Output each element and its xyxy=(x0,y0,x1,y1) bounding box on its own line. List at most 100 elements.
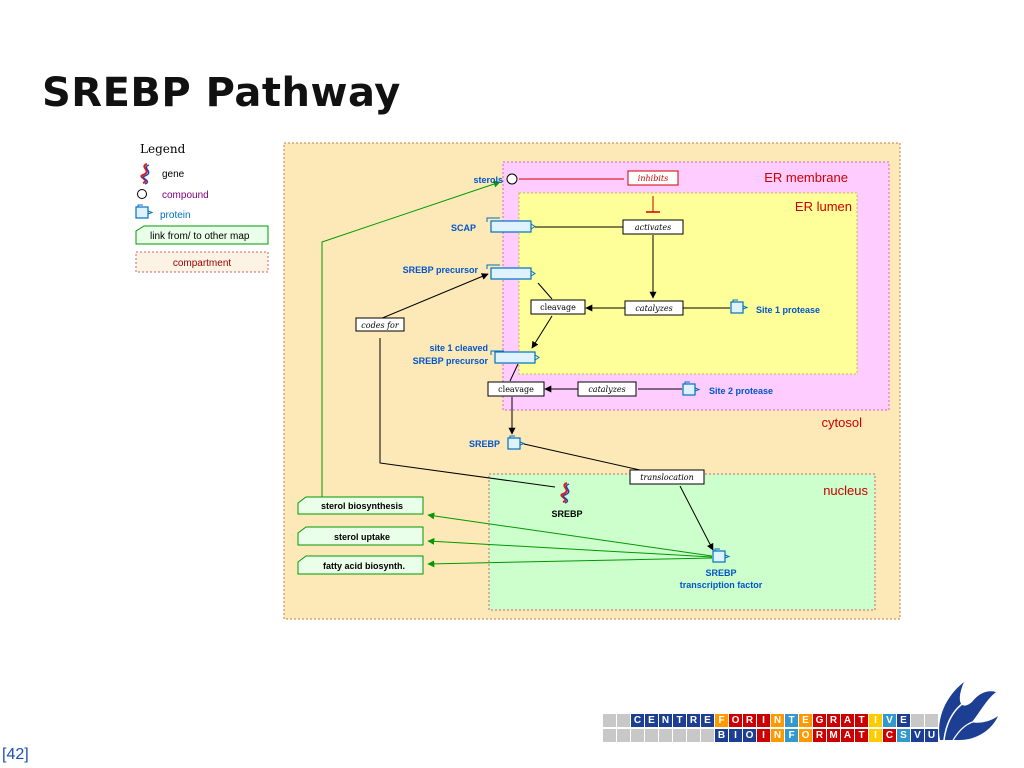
legend-link: link from/ to other map xyxy=(135,225,269,245)
vu-griffin-logo xyxy=(939,682,998,743)
logo-letter: U xyxy=(925,729,938,742)
node-srebp: SREBP xyxy=(469,435,525,450)
node-scap: SCAP xyxy=(451,217,536,233)
logo-grey-block xyxy=(659,729,672,742)
er-lumen-compartment xyxy=(518,192,858,375)
process-cleavage-1: cleavage xyxy=(530,299,586,315)
logo-letter: F xyxy=(715,714,728,727)
logo-letter: N xyxy=(659,714,672,727)
logo-letter: R xyxy=(813,729,826,742)
page-number: [42] xyxy=(2,746,29,763)
logo-letter: I xyxy=(729,729,742,742)
logo-grey-block xyxy=(701,729,714,742)
logo-letter: E xyxy=(897,714,910,727)
svg-text:SREBP: SREBP xyxy=(551,509,582,519)
svg-text:transcription factor: transcription factor xyxy=(680,580,763,590)
protein-icon xyxy=(490,267,532,280)
logo-letter: O xyxy=(799,729,812,742)
er-lumen-label: ER lumen xyxy=(795,199,852,214)
logo-letter: C xyxy=(883,729,896,742)
node-srebp-precursor: SREBP precursor xyxy=(403,264,536,280)
logo-grey-block xyxy=(617,714,630,727)
svg-text:link from/ to other map: link from/ to other map xyxy=(150,231,250,242)
svg-text:site 1 cleaved: site 1 cleaved xyxy=(429,343,488,353)
protein-icon xyxy=(494,351,536,364)
logo-letter: N xyxy=(771,729,784,742)
legend-compound: compound xyxy=(162,190,209,201)
page-number-value: 42 xyxy=(6,746,25,763)
gene-icon xyxy=(140,162,151,186)
process-cleavage-2: cleavage xyxy=(487,381,545,397)
svg-text:SREBP precursor: SREBP precursor xyxy=(403,265,479,275)
svg-text:Site 2 protease: Site 2 protease xyxy=(709,386,773,396)
svg-text:Site 1 protease: Site 1 protease xyxy=(756,305,820,315)
logo-letter: I xyxy=(869,714,882,727)
logo-letter: S xyxy=(897,729,910,742)
logo-letter: I xyxy=(757,714,770,727)
logo-letter: T xyxy=(673,714,686,727)
process-translocation: translocation xyxy=(629,469,705,485)
svg-text:fatty acid biosynth.: fatty acid biosynth. xyxy=(323,561,405,571)
logo-letter: E xyxy=(701,714,714,727)
compound-icon xyxy=(137,189,147,199)
process-activates: activates xyxy=(622,219,684,235)
svg-text:compartment: compartment xyxy=(173,258,232,269)
svg-text:cleavage: cleavage xyxy=(498,385,534,394)
logo-grey-block xyxy=(617,729,630,742)
process-inhibits: inhibits xyxy=(627,170,679,186)
logo-grey-block xyxy=(687,729,700,742)
node-site2-protease: Site 2 protease xyxy=(682,381,773,396)
svg-text:activates: activates xyxy=(635,223,671,232)
compound-icon xyxy=(506,173,518,185)
logo-letter: G xyxy=(813,714,826,727)
svg-text:cleavage: cleavage xyxy=(540,303,576,312)
logo-letter: C xyxy=(631,714,644,727)
legend-protein: protein xyxy=(160,210,191,221)
svg-text:translocation: translocation xyxy=(640,473,693,482)
logo-letter: M xyxy=(827,729,840,742)
logo-letter: T xyxy=(855,714,868,727)
logo-grey-block xyxy=(925,714,938,727)
logo-letter: N xyxy=(771,714,784,727)
node-srebp-gene: SREBP xyxy=(551,481,583,519)
svg-text:codes for: codes for xyxy=(361,321,400,330)
logo-grey-block xyxy=(631,729,644,742)
logo-letter: O xyxy=(729,714,742,727)
node-srebp-tf: SREBP transcription factor xyxy=(680,548,763,590)
node-sterols: sterols xyxy=(473,173,518,185)
logo-grey-block xyxy=(603,729,616,742)
legend-gene: gene xyxy=(162,169,185,180)
logo-grey-block xyxy=(603,714,616,727)
node-site1-protease: Site 1 protease xyxy=(730,299,820,315)
logo-letter: V xyxy=(911,729,924,742)
process-catalyzes-2: catalyzes xyxy=(577,381,637,397)
link-sterol-biosynthesis[interactable]: sterol biosynthesis xyxy=(297,496,424,515)
svg-text:SREBP: SREBP xyxy=(705,568,736,578)
svg-text:SREBP precursor: SREBP precursor xyxy=(413,356,489,366)
nucleus-compartment xyxy=(488,473,876,611)
logo-grey-block xyxy=(673,729,686,742)
svg-text:SCAP: SCAP xyxy=(451,223,476,233)
legend: Legend gene compound protein link from/ … xyxy=(135,142,269,273)
edges xyxy=(321,178,730,568)
er-membrane-label: ER membrane xyxy=(764,170,848,185)
logo-letter: I xyxy=(869,729,882,742)
logo-letter: E xyxy=(645,714,658,727)
process-catalyzes-1: catalyzes xyxy=(624,300,684,316)
cytosol-label: cytosol xyxy=(822,415,863,430)
link-sterol-uptake[interactable]: sterol uptake xyxy=(297,526,424,546)
legend-title: Legend xyxy=(140,142,186,156)
legend-compartment: compartment xyxy=(135,251,269,273)
logo-letter: E xyxy=(799,714,812,727)
svg-text:sterol uptake: sterol uptake xyxy=(334,532,390,542)
link-fatty-acid[interactable]: fatty acid biosynth. xyxy=(297,555,424,575)
logo-letter: F xyxy=(785,729,798,742)
node-site1-cleaved: site 1 cleaved SREBP precursor xyxy=(413,343,540,366)
svg-text:inhibits: inhibits xyxy=(638,174,668,183)
logo-letter: A xyxy=(841,729,854,742)
logo-letter: I xyxy=(757,729,770,742)
process-codes-for: codes for xyxy=(355,317,405,332)
